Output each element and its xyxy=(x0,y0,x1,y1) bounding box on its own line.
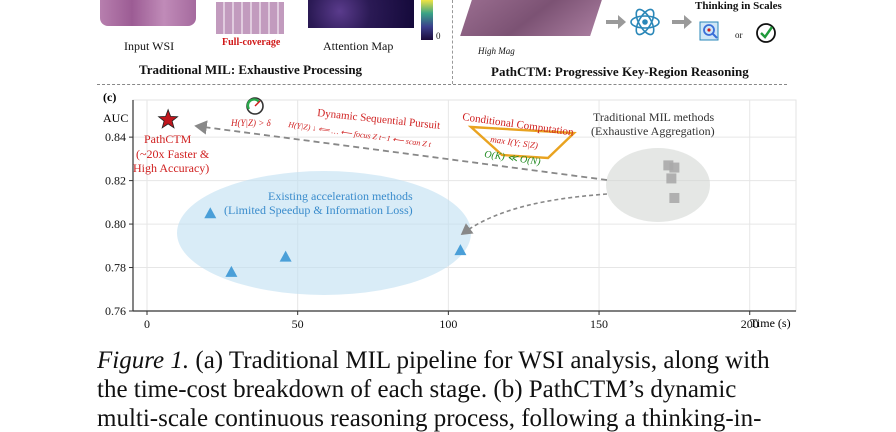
caption-line-2: the time-cost breakdown of each stage. (… xyxy=(97,376,737,403)
input-wsi-label: Input WSI xyxy=(124,39,175,53)
x-axis-label: Time (s) xyxy=(750,316,791,330)
pathctm-annotation-line1: PathCTM xyxy=(144,132,192,146)
existing-methods-region xyxy=(177,171,471,295)
attention-map-image xyxy=(308,0,414,28)
y-tick-label: 0.78 xyxy=(105,261,126,275)
traditional-annotation-line2: (Exhaustive Aggregation) xyxy=(591,124,715,138)
full-coverage-patches xyxy=(216,2,284,34)
arrow-right-icon xyxy=(606,15,626,29)
axes: 0.76 0.78 0.80 0.82 0.84 0 50 100 150 200 xyxy=(105,100,796,331)
pathctm-star-point xyxy=(157,108,179,129)
thinking-in-scales-label: Thinking in Scales xyxy=(695,0,782,12)
y-tick-label: 0.80 xyxy=(105,217,126,231)
full-coverage-label: Full-coverage xyxy=(222,37,281,48)
y-tick-label: 0.82 xyxy=(105,174,126,188)
y-tick-label: 0.76 xyxy=(105,304,126,318)
traditional-annotation-line1: Traditional MIL methods xyxy=(593,110,714,124)
traditional-method-square-point xyxy=(669,162,680,173)
figure-caption: Figure 1. (a) Traditional MIL pipeline f… xyxy=(97,346,887,432)
input-wsi-image xyxy=(100,0,196,26)
max-information-label: max I(Y; S|Z) xyxy=(490,134,539,151)
x-tick-label: 0 xyxy=(144,317,150,331)
colorbar-zero-label: 0 xyxy=(436,31,441,41)
reasoning-icons xyxy=(606,8,776,43)
high-mag-slab xyxy=(460,0,602,36)
traditional-method-square-point xyxy=(663,160,674,171)
top-panel: Input WSI Full-coverage Attention Map 0 … xyxy=(0,0,896,86)
arrow-right-icon xyxy=(672,15,692,29)
traditional-methods-region xyxy=(606,148,710,222)
attention-map-label: Attention Map xyxy=(323,39,394,53)
pathctm-title: PathCTM: Progressive Key-Region Reasonin… xyxy=(491,64,749,79)
traditional-mil-title: Traditional MIL: Exhaustive Processing xyxy=(139,62,363,77)
data-marks xyxy=(157,108,680,277)
x-tick-label: 50 xyxy=(292,317,304,331)
arrow-to-pathctm xyxy=(194,120,608,181)
magnifier-icon xyxy=(699,21,719,41)
auc-vs-time-chart: 0.76 0.78 0.80 0.82 0.84 0 50 100 150 200 (c) AUC… xyxy=(103,90,797,331)
speed-gauge-icon xyxy=(246,97,264,115)
caption-line-1-text: (a) Traditional MIL pipeline for WSI ana… xyxy=(189,347,770,374)
existing-method-triangle-point xyxy=(279,250,292,262)
high-mag-label: High Mag xyxy=(478,46,515,56)
pathctm-annotation-line2: (~20x Faster & xyxy=(136,147,210,161)
panel-label: (c) xyxy=(103,90,116,104)
existing-annotation-line1: Existing acceleration methods xyxy=(268,189,413,203)
existing-annotation-line2: (Limited Speedup & Information Loss) xyxy=(224,203,413,217)
panel-divider xyxy=(452,0,453,84)
traditional-method-square-point xyxy=(666,173,677,184)
y-axis-label: AUC xyxy=(103,111,128,125)
atom-icon xyxy=(630,8,660,36)
chart-decorations xyxy=(177,97,710,295)
existing-method-triangle-point xyxy=(204,207,217,219)
existing-method-triangle-point xyxy=(225,265,238,277)
top-bottom-divider xyxy=(97,84,787,85)
arrow-to-existing xyxy=(460,193,608,235)
caption-line-1: Figure 1. (a) Traditional MIL pipeline f… xyxy=(97,346,887,375)
x-tick-label: 150 xyxy=(590,317,608,331)
existing-method-triangle-point xyxy=(454,244,467,256)
traditional-method-square-point xyxy=(669,192,680,203)
x-tick-label: 200 xyxy=(741,317,759,331)
y-tick-label: 0.84 xyxy=(105,130,126,144)
x-tick-label: 100 xyxy=(439,317,457,331)
entropy-threshold-label: H(Y|Z) > δ xyxy=(230,118,272,128)
pathctm-annotation-line3: High Accuracy) xyxy=(133,161,209,175)
check-circle-icon xyxy=(756,23,776,43)
caption-label: Figure 1. xyxy=(97,347,190,374)
caption-line-3: multi-scale continuous reasoning process… xyxy=(97,405,762,432)
colorbar xyxy=(421,0,433,40)
conditional-computation-box xyxy=(467,125,577,160)
or-label: or xyxy=(735,30,743,40)
